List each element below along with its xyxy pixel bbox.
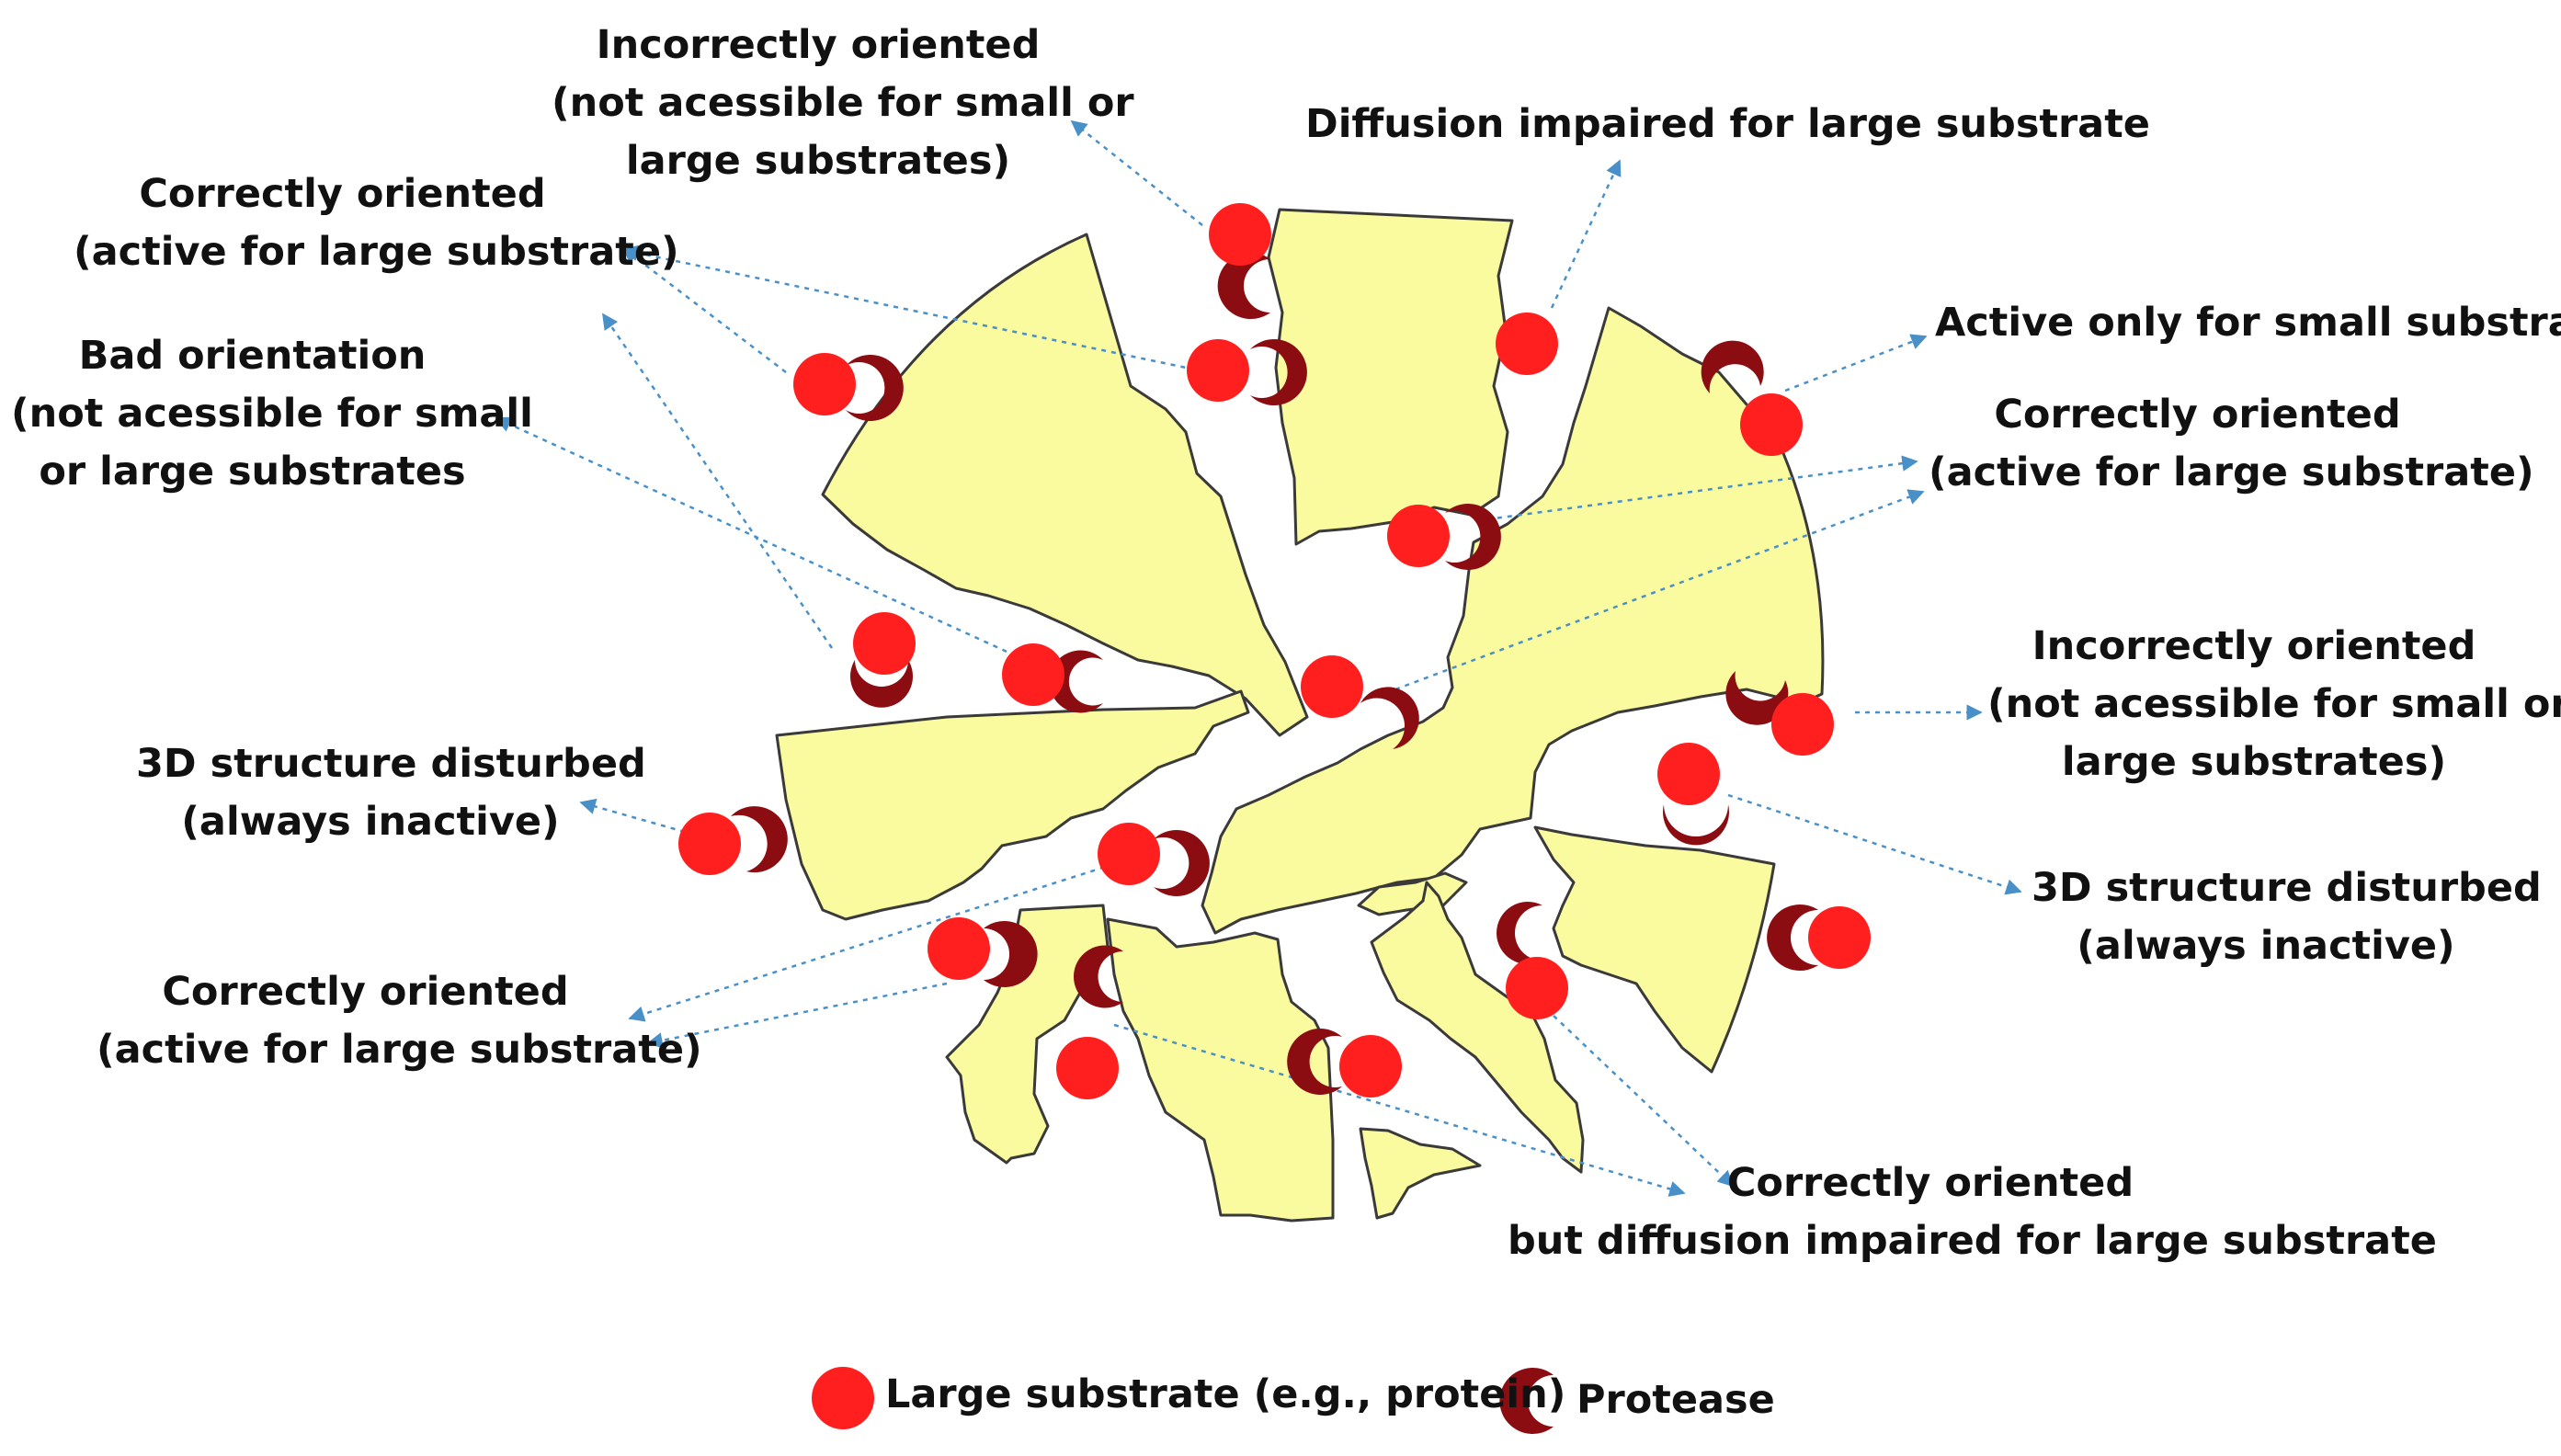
pair-small-only [1701, 340, 1803, 456]
substrate-icon [1187, 339, 1249, 402]
arrow-incorrect-top [1070, 119, 1203, 226]
label-small-only: Active only for small substrate [1935, 300, 2561, 346]
label-correct-bottom-left: Correctly oriented (active for large sub… [97, 969, 702, 1073]
pair-bad-orientation [1002, 643, 1103, 713]
pair-correct-bottom-left-a [1098, 823, 1210, 896]
arrow-structure-left [579, 798, 686, 834]
pair-correct-top-left [793, 353, 904, 421]
arrow-structure-right [1727, 793, 2022, 895]
substrate-icon [1771, 693, 1834, 756]
protease-icon [1701, 340, 1764, 393]
substrate-icon [1301, 655, 1363, 718]
arrow-correct-top-left-a [621, 246, 787, 373]
protease-icon [1287, 1028, 1342, 1096]
pair-right-center [1387, 504, 1501, 570]
fragment-top-left [821, 233, 1309, 737]
pair-structure-left [678, 806, 788, 875]
arrow-small-only [1784, 334, 1928, 392]
arrow-correct-top-left-b [621, 245, 1196, 371]
carrier-fragments [775, 208, 1825, 1223]
fragment-right-lower [1533, 825, 1776, 1074]
pair-vertical-left [850, 612, 916, 708]
substrate-icon [1808, 906, 1871, 969]
protease-icon [984, 920, 1038, 987]
substrate-icon [928, 917, 990, 980]
label-incorrect-right: Incorrectly oriented (not acessible for … [1987, 623, 2561, 785]
label-correct-top-left: Correctly oriented (active for large sub… [74, 171, 679, 275]
label-bad-orientation: Bad orientation (not acessible for small… [11, 333, 533, 495]
label-diffusion-top: Diffusion impaired for large substrate [1305, 101, 2150, 147]
substrate-icon [1740, 393, 1803, 456]
pair-correct-bottom-left-b [928, 917, 1038, 987]
substrate-icon [1209, 203, 1271, 266]
protease-icon [1217, 253, 1270, 320]
substrate-icon [678, 813, 741, 875]
pair-center [1301, 655, 1419, 749]
protease-icon [1725, 671, 1789, 725]
protease-icon [1662, 804, 1730, 846]
legend-icons [812, 1367, 1554, 1434]
legend-substrate-label: Large substrate (e.g., protein) [885, 1371, 1566, 1417]
protease-icon [1154, 830, 1210, 896]
pair-lower-right-b [1767, 904, 1871, 971]
protease-icon [1445, 504, 1501, 570]
arrow-correct-right-b [1394, 489, 1925, 691]
label-structure-left: 3D structure disturbed (always inactive) [136, 741, 646, 845]
substrate-icon [1098, 823, 1160, 885]
enzyme-pairs [678, 203, 1871, 1099]
arrow-correct-bottom-left-a [628, 862, 1115, 1022]
protease-icon [1360, 687, 1419, 749]
arrow-correct-right-a [1486, 455, 1918, 521]
protease-icon [1767, 904, 1818, 971]
substrate-icon [1056, 1037, 1119, 1099]
protease-icon [850, 660, 914, 708]
pair-structure-right [1657, 743, 1730, 846]
arrow-correct-diffusion-b [1553, 1015, 1735, 1188]
pair-bottom-center [1287, 1028, 1402, 1098]
pair-diffusion-top [1496, 313, 1558, 375]
substrate-icon [793, 353, 856, 415]
protease-icon [846, 355, 904, 421]
substrate-icon [853, 612, 916, 675]
substrate-icon [1657, 743, 1720, 805]
fragment-lower-right [1370, 881, 1585, 1174]
legend-protease-icon [1499, 1368, 1554, 1434]
pair-lower-right-a [1496, 901, 1568, 1019]
protease-icon [1496, 901, 1542, 965]
substrate-icon [1387, 505, 1450, 567]
protease-icon [731, 806, 788, 873]
pair-incorrect-top [1209, 203, 1271, 320]
substrate-icon [1002, 643, 1064, 706]
fragment-bottom-right-small [1359, 1127, 1482, 1220]
pair-top-middle [1187, 339, 1307, 406]
pair-bottom-left-vertical [1056, 945, 1123, 1099]
fragment-left-middle [775, 689, 1250, 921]
arrow-correct-diffusion-a [1113, 1023, 1686, 1197]
protease-icon [1250, 339, 1307, 406]
substrate-icon [1496, 313, 1558, 375]
legend-protease-label: Protease [1576, 1377, 1775, 1423]
protease-icon [1074, 945, 1123, 1008]
pair-incorrect-right [1725, 671, 1834, 756]
substrate-icon [1506, 957, 1568, 1019]
fragment-right-large [1201, 306, 1825, 935]
label-correct-right: Correctly oriented (active for large sub… [1929, 392, 2534, 495]
annotation-arrows [495, 119, 2022, 1197]
substrate-icon [1339, 1035, 1402, 1098]
label-incorrect-top: Incorrectly oriented (not acessible for … [552, 22, 1134, 184]
label-structure-right: 3D structure disturbed (always inactive) [2032, 865, 2542, 969]
label-correct-diffusion-bottom: Correctly oriented but diffusion impaire… [1508, 1160, 2437, 1264]
arrow-diffusion-top [1550, 159, 1622, 309]
fragment-bottom-center [1106, 917, 1335, 1223]
legend-substrate-icon [812, 1367, 874, 1429]
arrow-correct-bottom-left-b [646, 982, 948, 1049]
arrow-correct-top-left-c [601, 313, 834, 649]
